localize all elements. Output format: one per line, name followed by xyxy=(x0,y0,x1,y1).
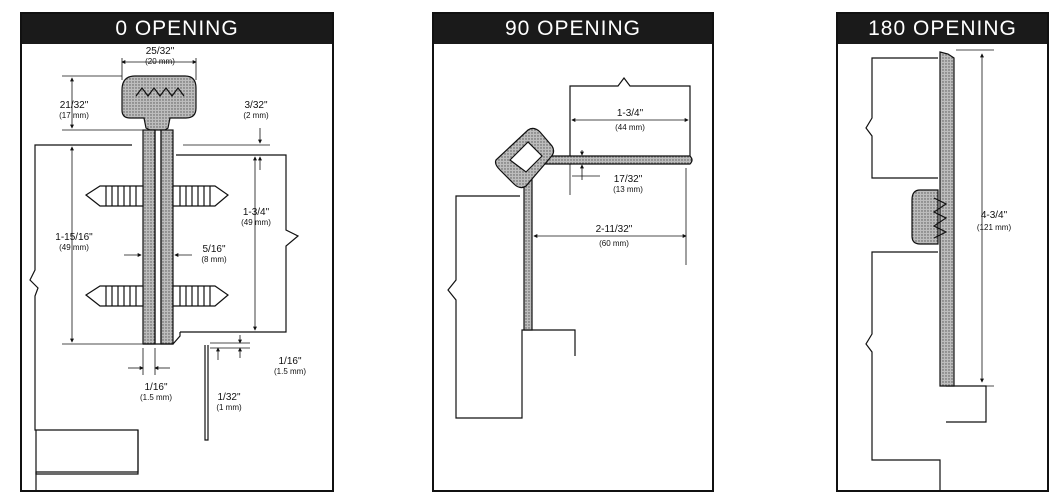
hinge-90-opening xyxy=(447,77,693,419)
dim-sublabel: (121 mm) xyxy=(977,223,1012,232)
dim-sublabel: (60 mm) xyxy=(599,239,629,248)
upper-door-outline xyxy=(865,57,938,179)
panel-90-opening: 90 OPENING xyxy=(432,12,714,492)
dim-sublabel: (1 mm) xyxy=(216,403,242,412)
dim-sublabel: (1.5 mm) xyxy=(274,367,306,376)
dim-label: 1/16" xyxy=(144,382,167,393)
dimension-labels-90: 1-3/4" (44 mm) 17/32" (13 mm) 2-11/32" (… xyxy=(596,108,646,248)
top-door-outline xyxy=(569,77,691,158)
dim-sublabel: (44 mm) xyxy=(615,123,645,132)
dimension-labels-0: 25/32" (20 mm) 21/32" (17 mm) 3/32" (2 m… xyxy=(55,46,306,412)
right-door-outline xyxy=(176,154,300,333)
left-door-outline xyxy=(29,144,139,490)
dim-label: 21/32" xyxy=(60,100,89,111)
hinge-knuckle xyxy=(911,189,939,245)
lower-door-outline xyxy=(865,251,941,490)
dim-sublabel: (1.5 mm) xyxy=(140,393,172,402)
panel-title: 90 OPENING xyxy=(434,14,712,44)
dim-sublabel: (49 mm) xyxy=(241,218,271,227)
dim-label: 4-3/4" xyxy=(981,210,1008,221)
hinge-leaf-left xyxy=(142,129,156,345)
dimension-labels-180: 4-3/4" (121 mm) xyxy=(977,210,1012,232)
left-door-outline xyxy=(447,195,576,419)
dimension-lines-180 xyxy=(956,49,994,387)
dim-label: 3/32" xyxy=(244,100,267,111)
dim-label: 1-3/4" xyxy=(617,108,644,119)
screw-upper xyxy=(84,185,229,207)
hinge-cap xyxy=(121,75,197,131)
dim-label: 2-11/32" xyxy=(596,224,633,235)
dim-label: 1/32" xyxy=(217,392,240,403)
dim-sublabel: (20 mm) xyxy=(145,57,175,66)
dim-sublabel: (17 mm) xyxy=(59,111,89,120)
dim-sublabel: (2 mm) xyxy=(243,111,269,120)
dim-sublabel: (8 mm) xyxy=(201,255,227,264)
hinge-leaf xyxy=(939,51,955,387)
dimension-lines-90 xyxy=(533,118,689,265)
screw-lower xyxy=(84,285,229,307)
dim-label: 17/32" xyxy=(614,174,643,185)
hinge-180-opening xyxy=(865,51,987,490)
hinge-leaf-right xyxy=(160,129,174,345)
dim-sublabel: (49 mm) xyxy=(59,243,89,252)
hinge-0-opening xyxy=(29,75,300,490)
panel-title: 180 OPENING xyxy=(838,14,1047,44)
dimension-lines-0 xyxy=(62,58,270,375)
dim-label: 1-15/16" xyxy=(55,232,93,243)
dim-sublabel: (13 mm) xyxy=(613,185,643,194)
panel-title: 0 OPENING xyxy=(22,14,332,44)
dim-label: 1/16" xyxy=(278,356,301,367)
dim-label: 1-3/4" xyxy=(243,207,270,218)
dim-label: 5/16" xyxy=(202,244,225,255)
hinge-leaf-horizontal xyxy=(539,155,693,165)
dim-label: 25/32" xyxy=(146,46,175,57)
hinge-leaf-vertical xyxy=(523,175,533,331)
